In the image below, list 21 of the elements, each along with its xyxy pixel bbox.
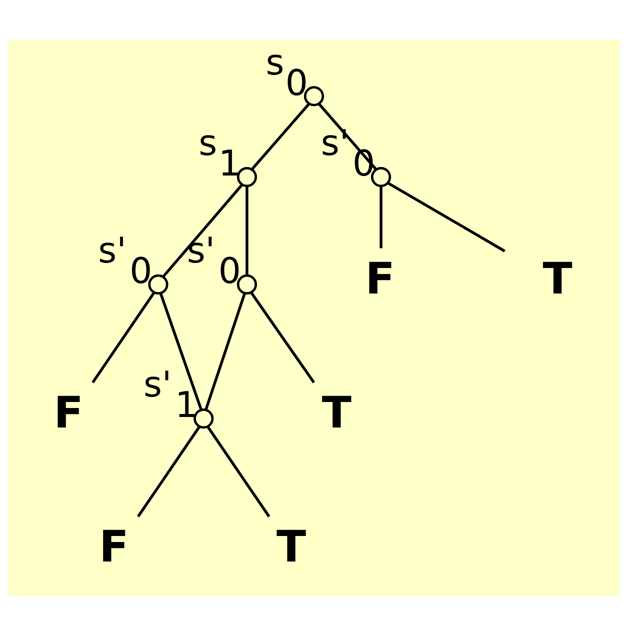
connector <box>204 292 246 410</box>
node-circle <box>148 274 168 294</box>
node-text: T <box>542 254 572 304</box>
connector <box>246 186 248 275</box>
node-circle <box>194 408 214 428</box>
connector <box>206 426 270 517</box>
connector <box>250 291 316 383</box>
connector <box>136 426 200 517</box>
connector <box>251 102 310 170</box>
connector <box>159 292 202 410</box>
node-text: F <box>365 254 395 304</box>
node-text: T <box>322 388 352 438</box>
connector <box>387 181 506 252</box>
node-circle <box>236 166 258 187</box>
node-text: F <box>99 522 129 572</box>
connector <box>318 102 377 170</box>
connector <box>92 291 156 383</box>
node-text: T <box>276 522 306 572</box>
connector <box>380 186 382 248</box>
connector <box>162 183 244 278</box>
node-text: F <box>54 388 84 438</box>
